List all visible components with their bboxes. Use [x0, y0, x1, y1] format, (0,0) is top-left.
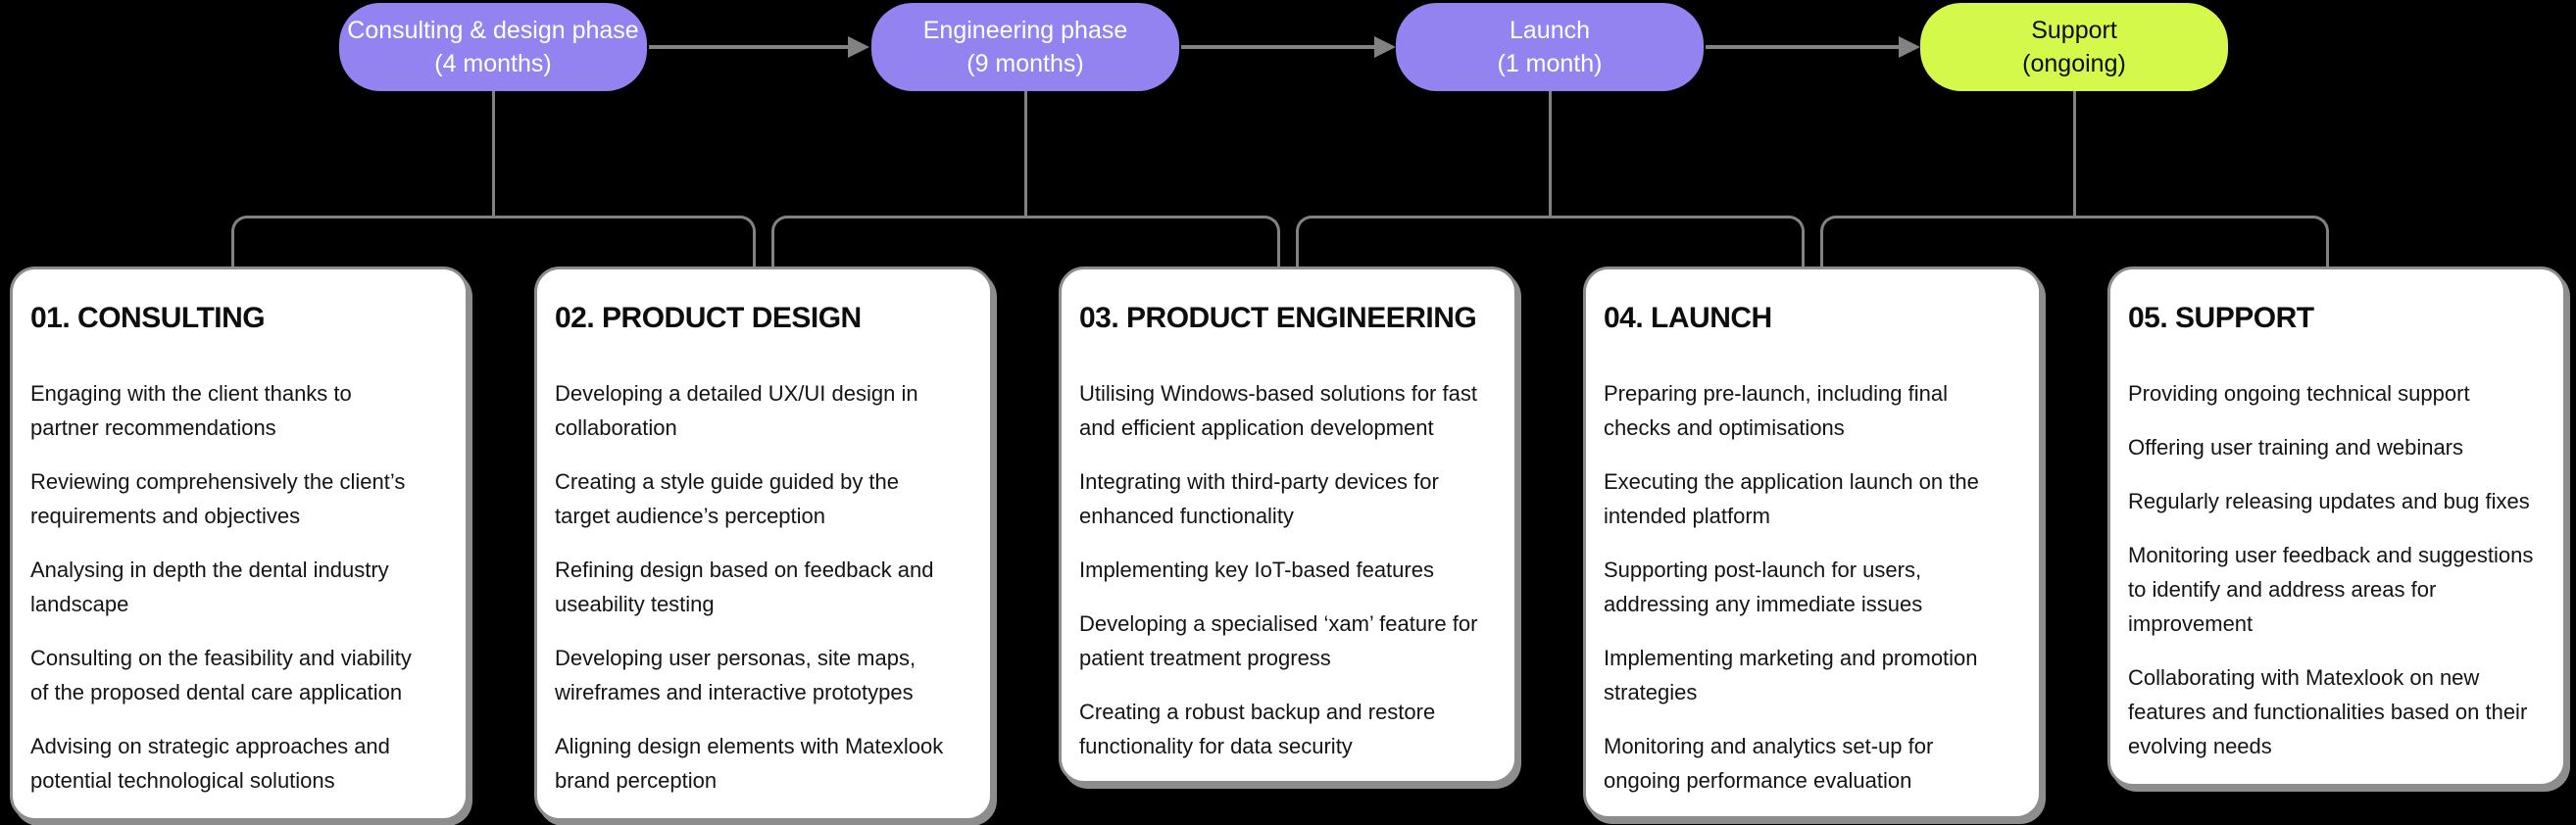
list-item: Developing a detailed UX/UI design in co…	[555, 381, 918, 440]
phase-duration: (4 months)	[434, 50, 552, 77]
list-item: Developing a specialised ‘xam’ feature f…	[1079, 611, 1478, 670]
flow-arrow-right-icon	[1181, 36, 1396, 58]
connector-line	[1549, 91, 1552, 218]
list-item: Analysing in depth the dental industry l…	[30, 558, 389, 616]
list-item: Monitoring and analytics set-up for ongo…	[1604, 734, 1934, 793]
list-item: Implementing key IoT-based features	[1079, 558, 1434, 582]
list-item: Advising on strategic approaches and pot…	[30, 734, 390, 793]
phase-pill-consulting-design: Consulting & design phase (4 months)	[339, 3, 647, 91]
connector-bracket	[1820, 216, 2329, 267]
card-title: 02. PRODUCT DESIGN	[555, 302, 862, 334]
list-item: Engaging with the client thanks to partn…	[30, 381, 352, 440]
connector-bracket	[1296, 216, 1805, 267]
list-item: Implementing marketing and promotion str…	[1604, 646, 1978, 704]
card-support: 05. SUPPORT Providing ongoing technical …	[2107, 267, 2566, 787]
card-items: Providing ongoing technical support Offe…	[2128, 376, 2550, 763]
card-title: 04. LAUNCH	[1604, 302, 1772, 334]
card-items: Preparing pre-launch, including final ch…	[1604, 376, 2025, 798]
list-item: Providing ongoing technical support	[2128, 381, 2470, 406]
card-items: Utilising Windows-based solutions for fa…	[1079, 376, 1501, 763]
card-title: 01. CONSULTING	[30, 302, 266, 334]
phase-label: Engineering phase	[922, 17, 1128, 44]
list-item: Regularly releasing updates and bug fixe…	[2128, 489, 2530, 513]
phase-label: Consulting & design phase	[347, 17, 639, 44]
list-item: Refining design based on feedback and us…	[555, 558, 934, 616]
phase-label: Launch	[1509, 17, 1591, 44]
card-items: Engaging with the client thanks to partn…	[30, 376, 452, 798]
phase-label: Support	[2031, 17, 2117, 44]
flow-arrow-right-icon	[1706, 36, 1920, 58]
list-item: Monitoring user feedback and suggestions…	[2128, 543, 2534, 636]
list-item: Creating a style guide guided by the tar…	[555, 469, 900, 528]
phase-duration: (ongoing)	[2022, 50, 2126, 77]
list-item: Integrating with third-party devices for…	[1079, 469, 1439, 528]
connector-line	[1024, 91, 1027, 218]
phase-duration: (9 months)	[966, 50, 1084, 77]
list-item: Executing the application launch on the …	[1604, 469, 1979, 528]
card-title: 05. SUPPORT	[2128, 302, 2314, 334]
card-consulting: 01. CONSULTING Engaging with the client …	[10, 267, 469, 821]
card-launch: 04. LAUNCH Preparing pre-launch, includi…	[1583, 267, 2042, 819]
flow-arrow-right-icon	[649, 36, 869, 58]
phase-pill-support: Support (ongoing)	[1920, 3, 2228, 91]
list-item: Preparing pre-launch, including final ch…	[1604, 381, 1948, 440]
list-item: Collaborating with Matexlook on new feat…	[2128, 665, 2528, 758]
phase-duration: (1 month)	[1497, 50, 1603, 77]
list-item: Utilising Windows-based solutions for fa…	[1079, 381, 1477, 440]
card-product-design: 02. PRODUCT DESIGN Developing a detailed…	[534, 267, 993, 821]
connector-line	[492, 91, 495, 218]
connector-bracket	[231, 216, 756, 267]
phase-pill-engineering: Engineering phase (9 months)	[871, 3, 1179, 91]
list-item: Consulting on the feasibility and viabil…	[30, 646, 412, 704]
phase-pill-launch: Launch (1 month)	[1396, 3, 1704, 91]
connector-bracket	[771, 216, 1280, 267]
connector-line	[2073, 91, 2076, 218]
list-item: Aligning design elements with Matexlook …	[555, 734, 944, 793]
card-product-engineering: 03. PRODUCT ENGINEERING Utilising Window…	[1059, 267, 1517, 784]
list-item: Supporting post-launch for users, addres…	[1604, 558, 1923, 616]
list-item: Creating a robust backup and restore fun…	[1079, 700, 1436, 758]
card-title: 03. PRODUCT ENGINEERING	[1079, 302, 1477, 334]
list-item: Reviewing comprehensively the client’s r…	[30, 469, 406, 528]
list-item: Offering user training and webinars	[2128, 435, 2464, 460]
card-items: Developing a detailed UX/UI design in co…	[555, 376, 976, 798]
list-item: Developing user personas, site maps, wir…	[555, 646, 916, 704]
